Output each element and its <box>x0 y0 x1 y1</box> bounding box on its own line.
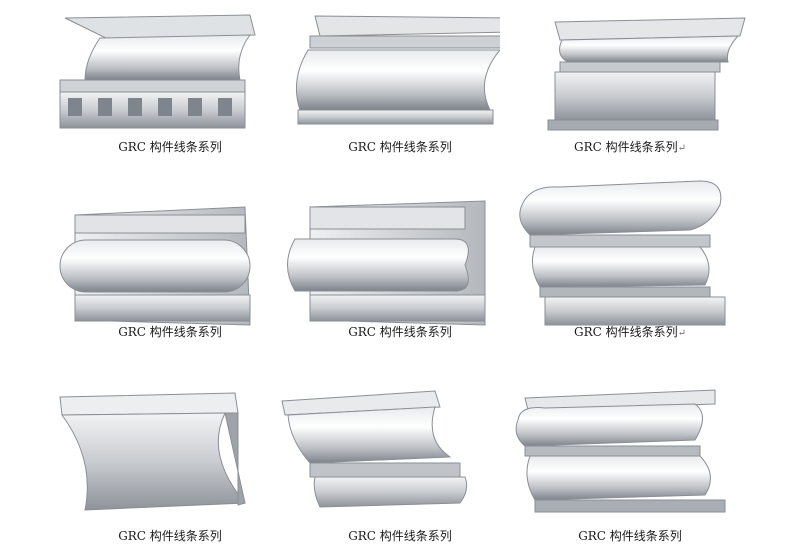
product-card: GRC 构件线条系列 <box>270 195 530 365</box>
product-card: GRC 构件线条系列↵ <box>500 10 760 180</box>
product-card: GRC 构件线条系列 <box>500 380 760 550</box>
molding-roll-icon <box>519 180 726 326</box>
molding-notch-icon <box>287 200 486 326</box>
product-card: GRC 构件线条系列 <box>40 385 300 555</box>
product-card: GRC 构件线条系列 <box>270 10 530 180</box>
cornice-stepped-icon <box>547 17 746 131</box>
product-caption: GRC 构件线条系列 <box>118 140 222 154</box>
product-caption: GRC 构件线条系列 <box>348 529 452 543</box>
product-caption: GRC 构件线条系列 <box>578 529 682 543</box>
product-card: GRC 构件线条系列 <box>40 10 300 180</box>
product-caption: GRC 构件线条系列 <box>348 140 452 154</box>
cornice-dentil-icon <box>59 14 256 129</box>
molding-torus-icon <box>59 206 251 326</box>
cornice-cove-icon <box>59 392 247 511</box>
product-card: GRC 构件线条系列 <box>40 195 300 365</box>
product-caption: GRC 构件线条系列 <box>118 325 222 339</box>
product-card: GRC 构件线条系列 <box>270 385 530 555</box>
product-caption: GRC 构件线条系列 <box>348 325 452 339</box>
product-card: GRC 构件线条系列↵ <box>500 175 760 345</box>
product-caption: GRC 构件线条系列↵ <box>573 140 686 154</box>
cornice-wave-icon <box>295 15 500 125</box>
cornice-ogee-icon <box>281 390 468 508</box>
cornice-double-icon <box>515 389 726 513</box>
product-caption: GRC 构件线条系列 <box>118 529 222 543</box>
product-caption: GRC 构件线条系列↵ <box>573 325 686 339</box>
